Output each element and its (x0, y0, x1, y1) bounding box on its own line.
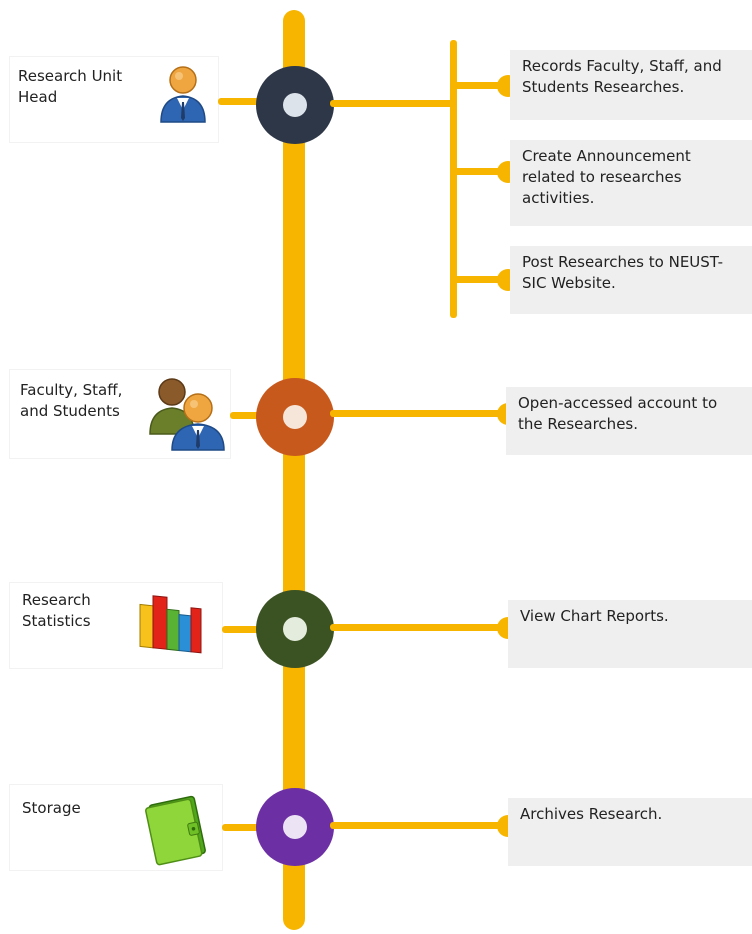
connector-actor-1 (218, 98, 288, 105)
node-dot (283, 405, 307, 429)
actor-label-storage: Storage (22, 799, 81, 817)
timeline-node-4 (256, 788, 334, 866)
node-dot (283, 93, 307, 117)
action-text-open-access: Open-accessed account to the Researches. (518, 394, 718, 433)
connector-node-1-branch (330, 100, 456, 107)
bar-chart-icon (139, 595, 202, 654)
action-box-records: Records Faculty, Staff, and Students Res… (510, 50, 752, 120)
branch-line-1 (452, 82, 508, 89)
actor-label-research-unit-head: Research Unit Head (18, 67, 123, 106)
action-text-chart-reports: View Chart Reports. (520, 607, 669, 625)
connector-node-2 (330, 410, 510, 417)
action-text-announcement: Create Announcement related to researche… (522, 147, 691, 207)
connector-node-4 (330, 822, 510, 829)
timeline-node-1 (256, 66, 334, 144)
action-text-post-researches: Post Researches to NEUST-SIC Website. (522, 253, 723, 292)
action-box-open-access: Open-accessed account to the Researches. (506, 387, 752, 455)
folder-icon (145, 795, 206, 866)
branch-vertical-line (450, 40, 457, 318)
branch-line-3 (452, 276, 508, 283)
node-dot (283, 617, 307, 641)
connector-actor-3 (222, 626, 288, 633)
action-text-archives: Archives Research. (520, 805, 663, 823)
users-group-icon (149, 378, 225, 451)
branch-line-2 (452, 168, 508, 175)
action-box-chart-reports: View Chart Reports. (508, 600, 752, 668)
actor-label-faculty-staff-students: Faculty, Staff, and Students (20, 381, 123, 420)
action-text-records: Records Faculty, Staff, and Students Res… (522, 57, 722, 96)
node-dot (283, 815, 307, 839)
actor-label-research-statistics: Research Statistics (22, 591, 91, 630)
user-icon (160, 66, 206, 123)
action-box-post-researches: Post Researches to NEUST-SIC Website. (510, 246, 752, 314)
action-box-announcement: Create Announcement related to researche… (510, 140, 752, 226)
timeline-node-2 (256, 378, 334, 456)
action-box-archives: Archives Research. (508, 798, 752, 866)
connector-actor-4 (222, 824, 288, 831)
timeline-spine (283, 10, 305, 930)
connector-node-3 (330, 624, 510, 631)
timeline-node-3 (256, 590, 334, 668)
